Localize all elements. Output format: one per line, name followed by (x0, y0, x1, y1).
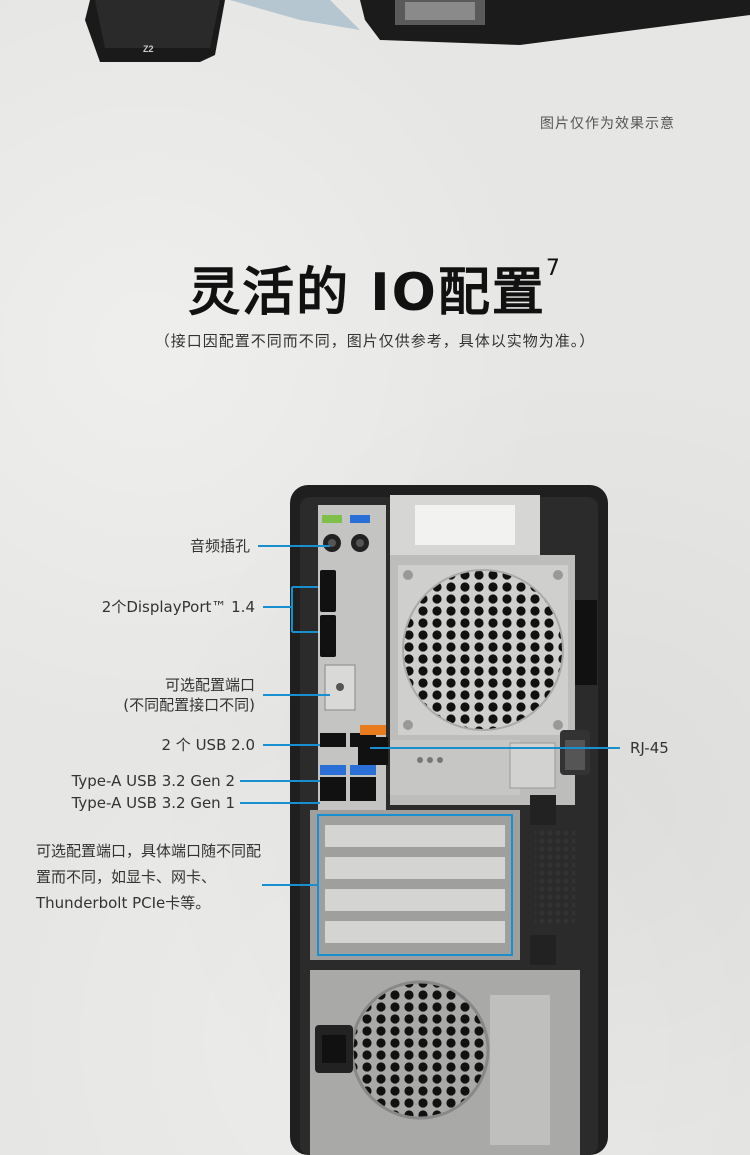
tower-rear-image (290, 485, 608, 1155)
callout-displayport: 2个DisplayPort™ 1.4 (101, 598, 255, 616)
page-subtitle: （接口因配置不同而不同，图片仅供参考，具体以实物为准。） (154, 332, 596, 350)
callout-usb32-gen1: Type-A USB 3.2 Gen 1 (71, 794, 235, 812)
title-text: 灵活的 IO配置 (188, 263, 546, 323)
top-device-image: Z2 (85, 0, 750, 62)
optional-port-line2: (不同配置接口不同) (123, 696, 255, 714)
callout-audio: 音频插孔 (189, 537, 250, 555)
page-title: 灵活的 IO配置7 (0, 250, 750, 325)
callout-optional-port: 可选配置端口 (不同配置接口不同) (60, 675, 255, 715)
image-disclaimer: 图片仅作为效果示意 (540, 116, 675, 132)
device-badge: Z2 (143, 44, 154, 54)
callout-usb32-gen2: Type-A USB 3.2 Gen 2 (71, 772, 235, 790)
optional-port-line1: 可选配置端口 (164, 676, 255, 694)
footnote-marker: 7 (545, 256, 562, 281)
callout-usb20: 2 个 USB 2.0 (161, 736, 256, 754)
callout-rj45: RJ-45 (630, 739, 669, 757)
callout-pcie: 可选配置端口，具体端口随不同配置而不同，如显卡、网卡、Thunderbolt P… (36, 842, 262, 912)
